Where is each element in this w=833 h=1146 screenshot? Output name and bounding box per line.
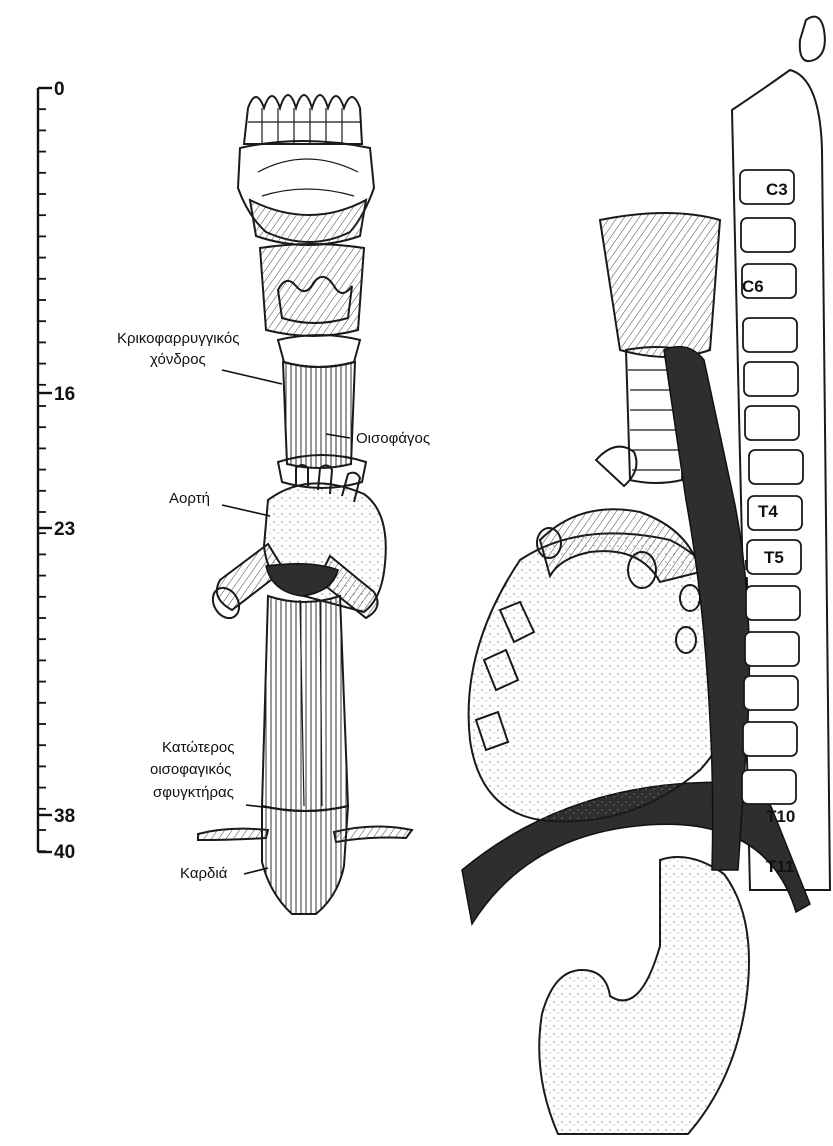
vertebra-body: [745, 632, 799, 666]
vertebra-c3: C3: [766, 180, 788, 199]
thoracic-esophagus: [262, 596, 348, 811]
vertebra-body: [744, 362, 798, 396]
scale-label-16: 16: [54, 384, 75, 405]
label-cricopharyngeus-line2: χόνδρος: [150, 351, 206, 368]
scale-label-38: 38: [54, 806, 75, 827]
lateral-view-illustration: C3 C6 T4 T5 T10 T11: [462, 17, 830, 1134]
label-cardia: Καρδιά: [180, 865, 228, 882]
vertebra-body: [743, 318, 797, 352]
vertebra-body: [743, 722, 797, 756]
depth-scale: 0 16 23 38 40: [38, 79, 75, 863]
scale-label-40: 40: [54, 842, 75, 863]
cardia: [262, 806, 348, 914]
vertebra-body: [741, 218, 795, 252]
pharynx: [600, 213, 720, 357]
stomach: [539, 857, 749, 1134]
cervical-esophagus: [283, 362, 355, 468]
vertebra-body: [744, 676, 798, 710]
vertebra-t10: T10: [766, 807, 795, 826]
scale-label-23: 23: [54, 519, 75, 540]
scale-label-0: 0: [54, 79, 65, 100]
label-les-line2: οισοφαγικός: [150, 761, 231, 778]
label-cricopharyngeus-line1: Κρικοφαρρυγγικός: [117, 330, 239, 347]
label-les-line1: Κατώτερος: [162, 739, 234, 756]
vertebra-body: [742, 770, 796, 804]
vertebra-body: [746, 586, 800, 620]
vertebra-c6: C6: [742, 277, 764, 296]
vertebra-body: [749, 450, 803, 484]
vertebra-body: [745, 406, 799, 440]
diaphragm-crus-left: [198, 829, 268, 840]
vertebra-bodies: [740, 170, 803, 804]
vertebra-t5: T5: [764, 548, 784, 567]
label-esophagus: Οισοφάγος: [356, 430, 430, 447]
label-les-line3: σφυγκτήρας: [153, 784, 234, 801]
label-aorta: Αορτή: [169, 490, 210, 507]
vertebra-t11: T11: [766, 857, 794, 876]
vertebra-t4: T4: [758, 502, 778, 521]
